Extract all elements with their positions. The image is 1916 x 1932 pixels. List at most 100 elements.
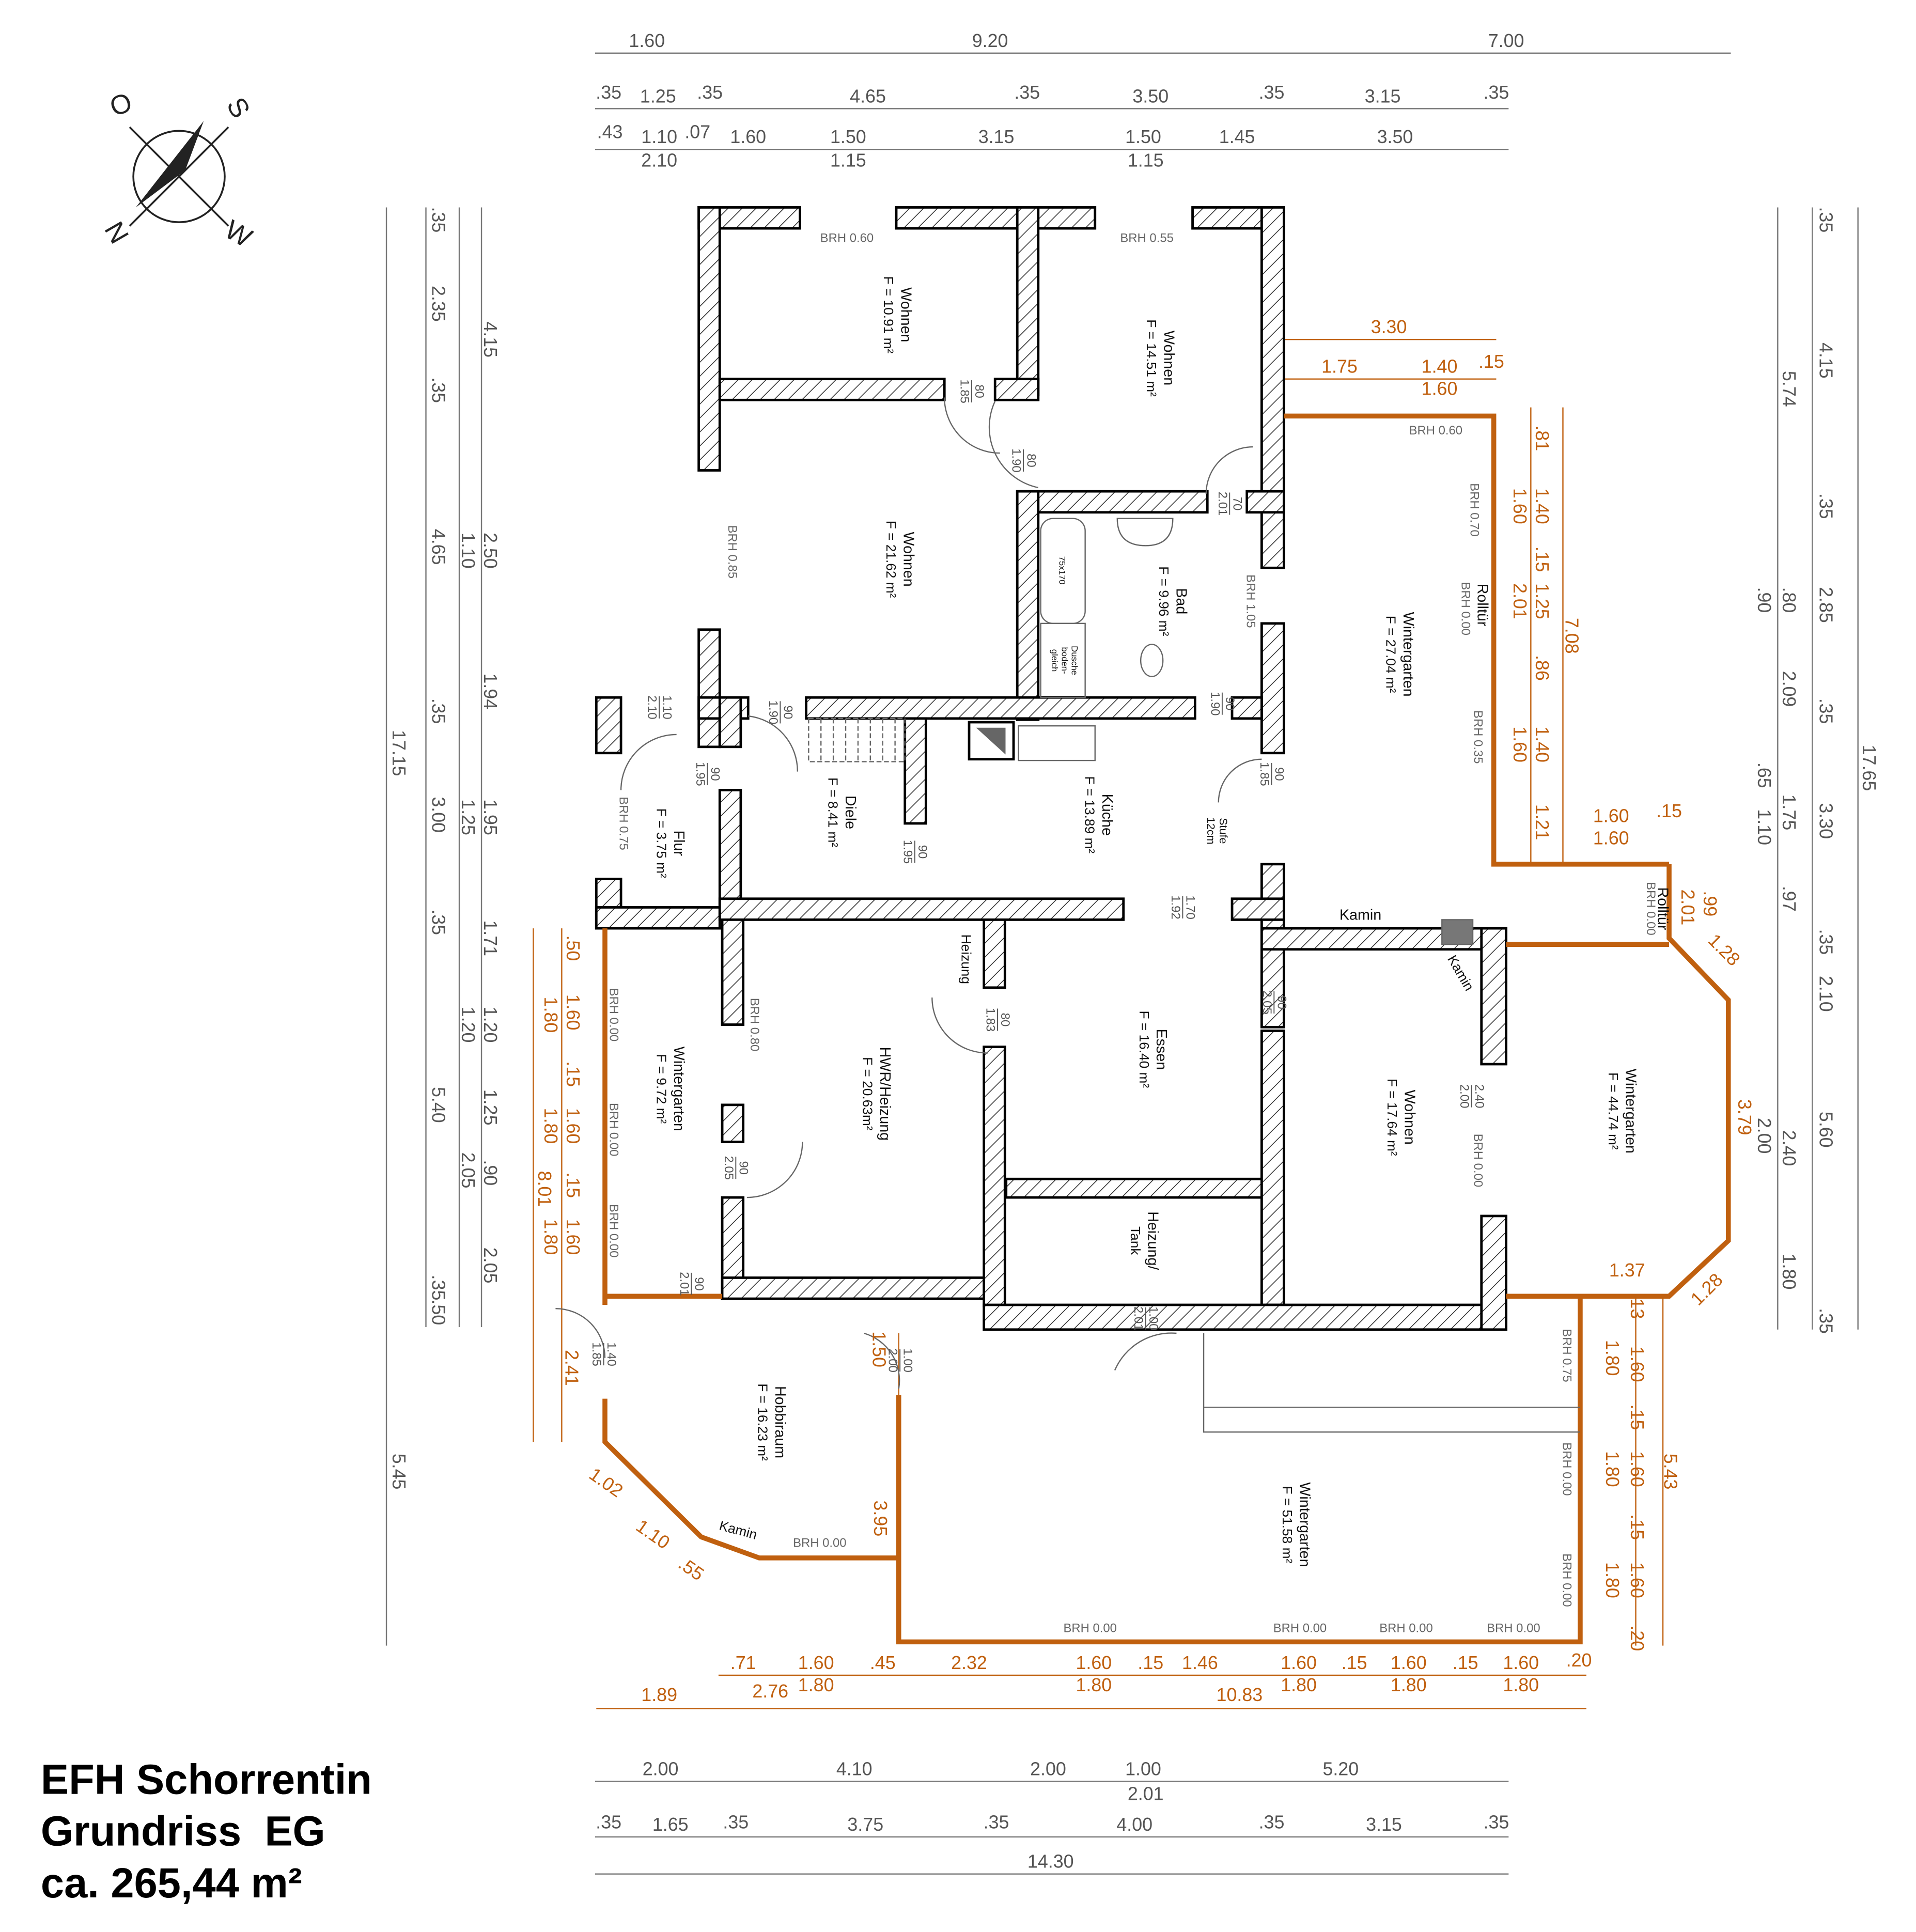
fixture-label: Dusche <box>1069 646 1079 675</box>
dimension-label: 1.10 <box>1754 809 1774 845</box>
room-area: F = 13.89 m² <box>1082 776 1098 853</box>
dimension-label: 5.40 <box>428 1087 448 1123</box>
dimension-label: .35 <box>428 909 448 935</box>
dimension-label: .35 <box>1816 207 1836 232</box>
dimension-label: .35 <box>1816 929 1836 955</box>
fixture-label: Stufe <box>1217 818 1229 844</box>
dimension-label: .97 <box>1779 886 1799 912</box>
sill-height-label: BRH 0.00 <box>1560 1553 1574 1607</box>
dimension-label: 3.50 <box>1377 127 1413 147</box>
dimension-label-orange: .81 <box>1532 425 1552 451</box>
sink <box>1116 518 1174 547</box>
door-height: 1.90 <box>1208 692 1222 715</box>
dimension-label-orange: .15 <box>1478 351 1504 372</box>
dimension-label-orange: 1.60 <box>1422 379 1458 399</box>
dimension-label: 3.15 <box>1366 1814 1402 1835</box>
dimension-label: 1.20 <box>480 1007 501 1043</box>
dimension-label-orange: 1.60 <box>563 994 583 1031</box>
sill-height-label: BRH 0.00 <box>1063 1621 1117 1635</box>
wintergarden-frame <box>602 1398 899 1561</box>
fixture-label: 75x170 <box>1057 556 1067 585</box>
dimension-label-orange: .20 <box>1627 1625 1647 1651</box>
door-width: 80 <box>1024 454 1038 468</box>
dimension-label-orange: 1.89 <box>641 1685 677 1705</box>
room-area: F = 27.04 m² <box>1383 616 1399 693</box>
roller-door-label: Rolltür <box>1655 887 1671 930</box>
dimension-label: .35 <box>1816 1308 1836 1334</box>
door-dimension: 901.95 <box>900 840 929 864</box>
door-dimension: 1.102.10 <box>645 695 674 719</box>
dimension-label-orange: 1.80 <box>1503 1675 1539 1695</box>
room-area: F = 8.41 m² <box>825 777 841 847</box>
dimension-label-orange: 1.28 <box>1704 930 1744 970</box>
room-name: Wintergarten <box>1622 1069 1639 1154</box>
door-height: 1.90 <box>1009 448 1023 472</box>
dimension-label: .35 <box>596 82 621 103</box>
dimension-label: 2.01 <box>1128 1783 1164 1804</box>
dimension-label-orange: 1.37 <box>1609 1260 1645 1281</box>
dimension-label-orange: 1.60 <box>1391 1653 1427 1673</box>
dimension-label-orange: 1.21 <box>1532 804 1552 840</box>
door-height: 2.01 <box>1131 1306 1145 1330</box>
fixtures <box>555 397 1580 1433</box>
stove-mark <box>976 727 1006 755</box>
door-height: 2.01 <box>1216 492 1229 516</box>
dimension-label-orange: 2.41 <box>562 1350 582 1386</box>
room-area: Tank <box>1128 1226 1143 1255</box>
wall-segment <box>1016 490 1040 721</box>
wintergarden-frame <box>602 928 723 1305</box>
dimension-label: 2.10 <box>641 150 677 171</box>
dimension-label: 1.25 <box>640 86 676 106</box>
dimension-label-orange: 1.80 <box>1391 1675 1427 1695</box>
room-name: Hobbiraum <box>772 1386 788 1458</box>
compass-circle <box>132 130 226 223</box>
room-area: F = 16.40 m² <box>1136 1010 1152 1088</box>
door-width: 90 <box>708 767 722 781</box>
kamin-block <box>1441 919 1474 945</box>
dimension-label: .35 <box>596 1812 621 1832</box>
dimension-label-orange: 1.60 <box>1627 1346 1647 1382</box>
dimension-label-orange: 1.80 <box>1076 1675 1112 1695</box>
door-height: 2.10 <box>645 695 659 719</box>
room-area: F = 20.63m² <box>860 1057 875 1131</box>
sill-height-label: BRH 0.00 <box>793 1536 847 1550</box>
wall-segment <box>697 628 721 749</box>
fixture-label: gleich <box>1050 649 1060 672</box>
dimension-label: 1.60 <box>730 127 766 147</box>
dimension-label: .35 <box>428 207 448 232</box>
wall-segment <box>1016 490 1209 514</box>
room-name: Bad <box>1173 588 1189 614</box>
dimension-label: 5.60 <box>1816 1112 1836 1148</box>
dimension-label-orange: .50 <box>563 935 583 961</box>
door-dimension: 2.402.00 <box>1457 1084 1486 1108</box>
wall-segment <box>983 1046 1006 1307</box>
dimension-label: 1.50 <box>830 127 866 147</box>
dimension-label: .35 <box>723 1812 749 1832</box>
fixture-label: 12cm <box>1205 817 1217 845</box>
dimension-label-orange: 1.80 <box>540 1108 561 1144</box>
wall-segment <box>721 1276 989 1300</box>
dimension-label-orange: 1.40 <box>1532 726 1552 762</box>
project-title: EFH Schorrentin <box>41 1756 372 1803</box>
door-height: 1.90 <box>766 700 780 724</box>
door-height: 1.85 <box>589 1342 603 1366</box>
dimension-label-orange: 1.75 <box>1321 356 1358 377</box>
dimension-label: .43 <box>597 122 623 143</box>
wall-segment <box>697 206 721 472</box>
dimension-label-orange: 1.80 <box>540 997 561 1033</box>
staircase <box>808 718 906 762</box>
dimension-label: .35 <box>1484 1812 1509 1832</box>
dimension-label-orange: .45 <box>870 1653 896 1673</box>
door-dimension: 702.01 <box>1216 492 1244 516</box>
sill-height-label: BRH 0.80 <box>747 998 761 1052</box>
sill-height-label: BRH 0.00 <box>1644 882 1658 936</box>
door-height: 1.95 <box>693 762 707 786</box>
kitchen-sink <box>1018 725 1096 761</box>
door-width: 1.00 <box>1146 1306 1160 1330</box>
dimension-label-orange: .15 <box>1453 1653 1478 1673</box>
wintergarden-frame <box>896 1296 1583 1645</box>
dimension-label: 5.45 <box>388 1454 409 1490</box>
